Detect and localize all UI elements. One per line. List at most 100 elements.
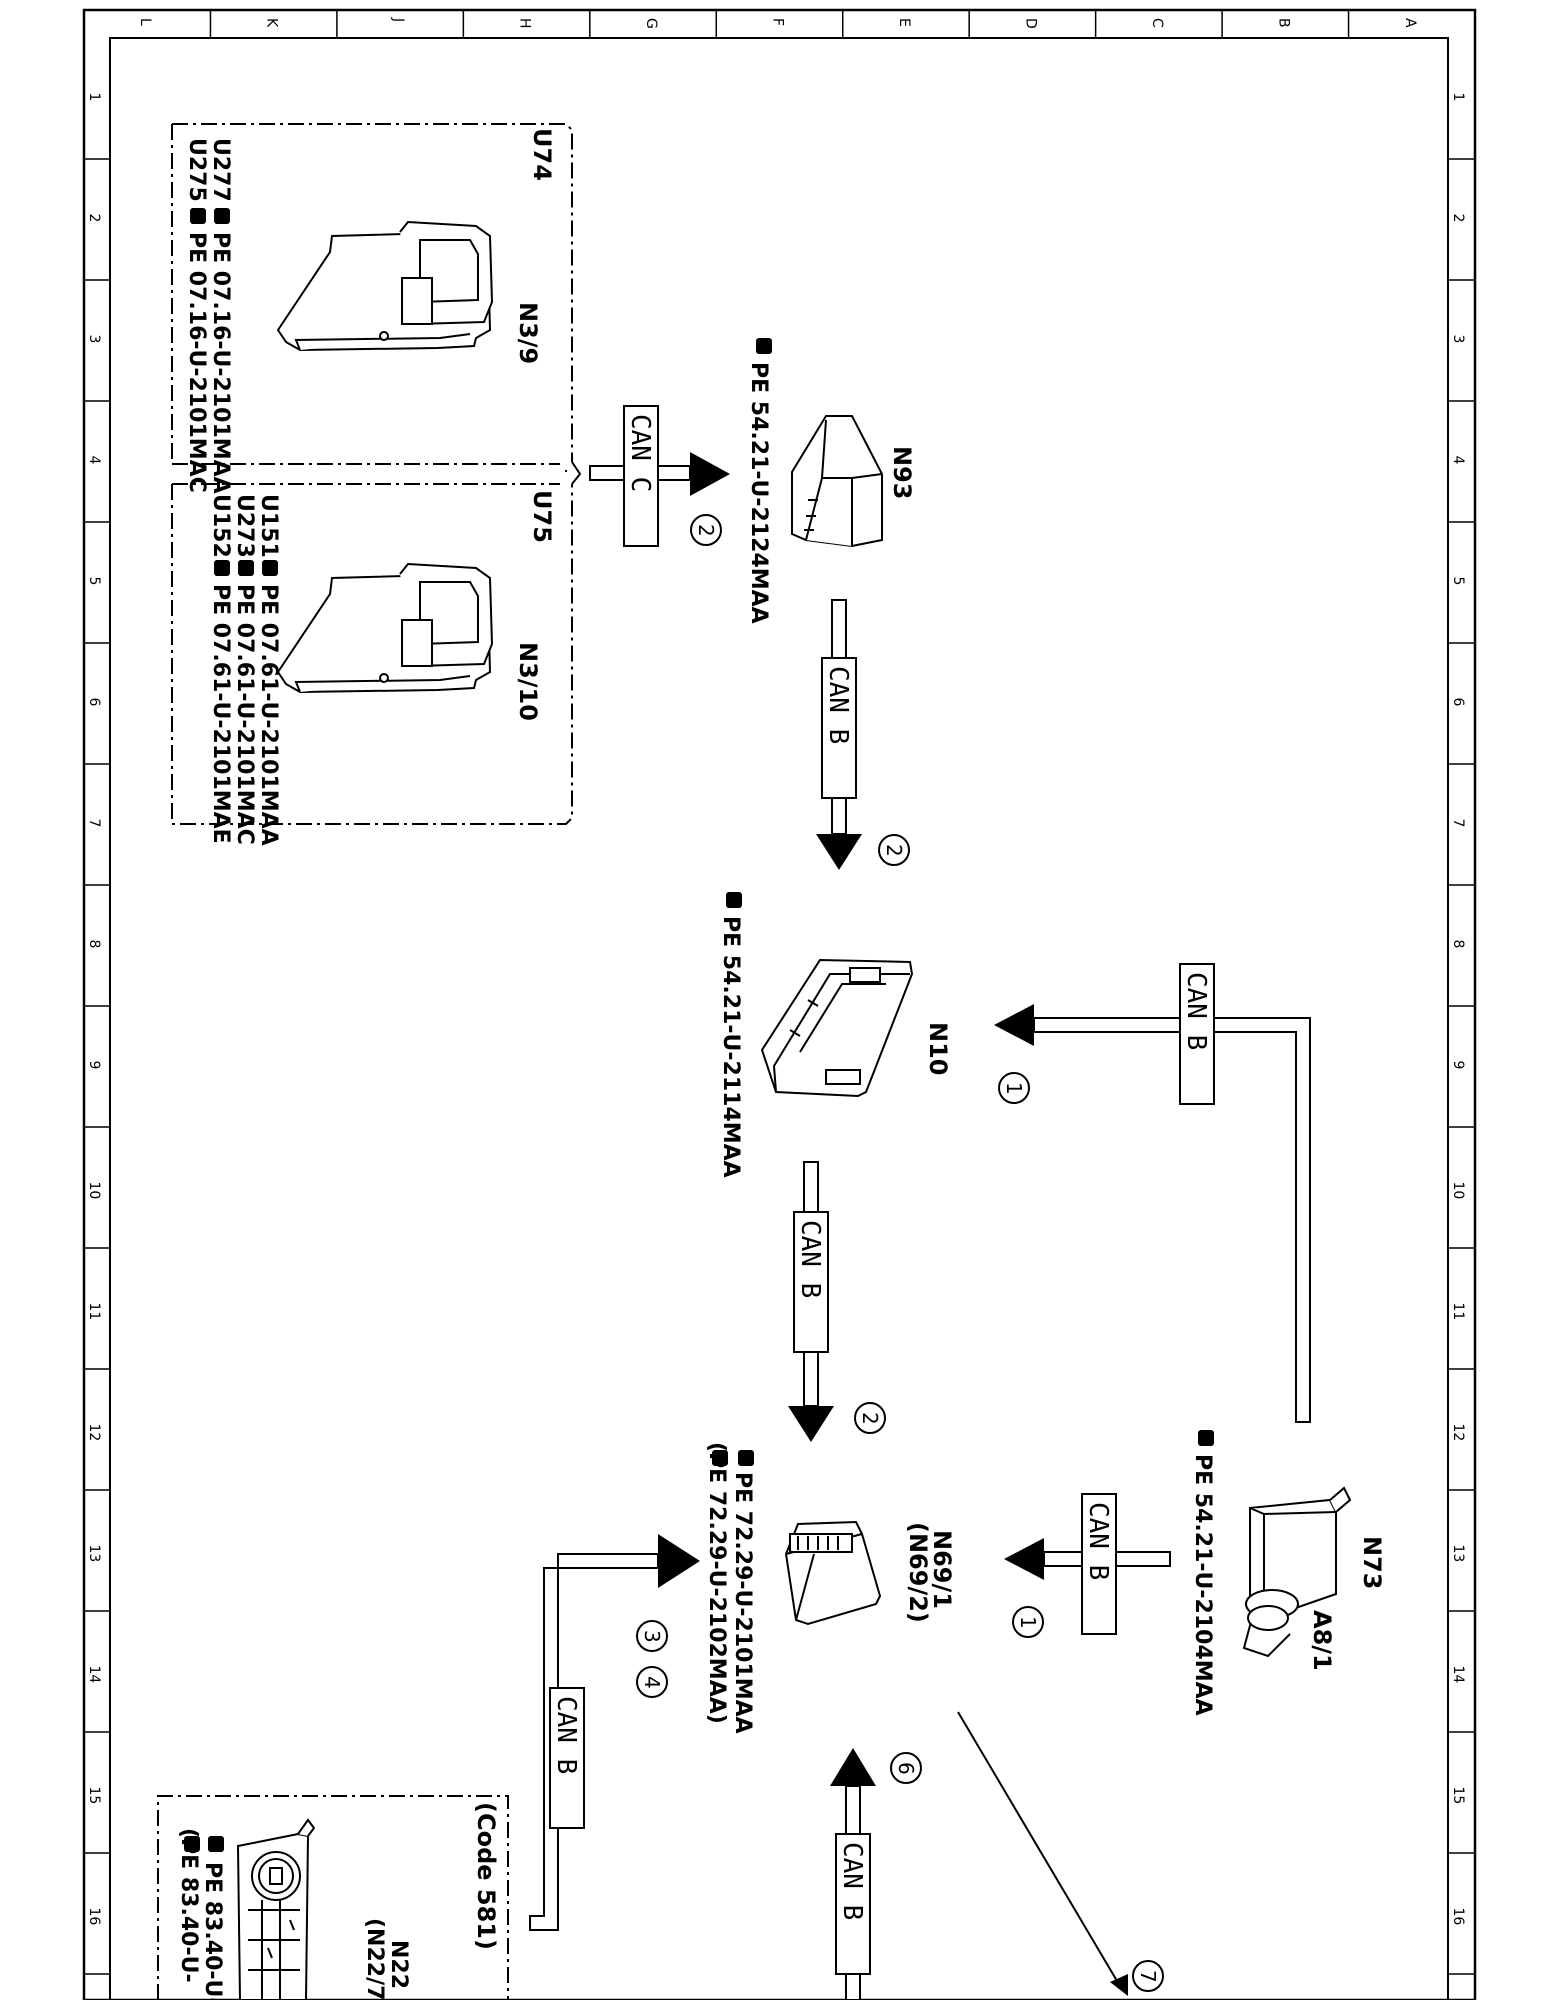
grid-column-label: J [390, 17, 406, 22]
can-b-tag [1179, 963, 1215, 1105]
can-b-label: CAN B [823, 666, 853, 744]
marker-2-text: 2 [858, 1412, 882, 1425]
can-b-arrow [816, 834, 862, 870]
hand-icon [238, 560, 254, 576]
u75-ref-1: PE 07.61-U-2101MAA [256, 584, 281, 846]
can-b-link-code581-n69: CAN B 3 4 [529, 1534, 700, 1931]
marker-3 [636, 1620, 668, 1652]
hand-icon [712, 1450, 728, 1466]
marker-2 [854, 1402, 886, 1434]
grid-column-label: A [1402, 18, 1418, 28]
grid-row-label: 6 [86, 698, 102, 707]
can-b-link-bottom-n69: CAN B 6 [830, 1748, 922, 2001]
grid-row-label: 11 [86, 1303, 102, 1321]
can-b-wire [1033, 1017, 1311, 1423]
can-c-label: CAN C [625, 414, 655, 492]
grid-row-label: 1 [1450, 93, 1466, 102]
n22-label: N22 [386, 1940, 411, 1989]
hand-icon [726, 892, 742, 908]
can-b-label: CAN B [1181, 972, 1211, 1050]
n73-label: N73 [1358, 1536, 1386, 1589]
n3-9-label: N3/9 [514, 302, 542, 364]
grid-row-label: 12 [1450, 1424, 1466, 1442]
can-b-tag [793, 1211, 829, 1353]
module-n10-icon [760, 958, 914, 1098]
grid-column-label: F [770, 18, 786, 26]
grid-column-label: G [643, 18, 659, 29]
code581-ref-1: PE 83.40-U- [200, 1862, 225, 2000]
n10-ref: PE 54.21-U-2114MAA [718, 916, 743, 1178]
grid-column-label: E [896, 18, 912, 27]
grid-row-label: 9 [1450, 1061, 1466, 1070]
code581-title: (Code 581) [472, 1802, 500, 1950]
hand-icon [1198, 1430, 1214, 1446]
n73-ref: PE 54.21-U-2104MAA [1190, 1454, 1215, 1716]
grid-row-label: 13 [86, 1545, 102, 1563]
code581-boundary [157, 1795, 509, 2000]
grid-row-label: 5 [1450, 577, 1466, 586]
module-n69-icon [784, 1520, 882, 1626]
marker-2-text: 2 [694, 524, 718, 537]
group-u75: U75 N3/10 U151 U273 U152 PE 07.61-U-2101… [171, 461, 582, 846]
u74-ref-1: PE 07.16-U-2101MAA [208, 232, 233, 494]
u74-title: U74 [528, 128, 556, 181]
can-b-label: CAN B [1083, 1502, 1113, 1580]
marker-6 [890, 1752, 922, 1784]
grid-row-label: 15 [1450, 1787, 1466, 1805]
ecu-n3-10-icon [276, 562, 494, 694]
grid-column-label: H [517, 18, 533, 29]
can-b-link-n93-n10: CAN B 2 [816, 599, 910, 870]
component-n10: N10 PE 54.21-U-2114MAA [718, 892, 952, 1178]
marker-2 [878, 834, 910, 866]
marker-1-text: 1 [1002, 1082, 1026, 1095]
marker-2 [690, 514, 722, 546]
can-c-tag [623, 405, 659, 547]
hand-icon [214, 560, 230, 576]
grid-row-label: 7 [86, 819, 102, 828]
grid-row-label: 3 [1450, 335, 1466, 344]
group-code581: (Code 581) N22 (N22/7 PE 83.40-U- (PE 83… [157, 1795, 509, 2005]
marker-3-text: 3 [640, 1630, 664, 1643]
marker-4 [636, 1666, 668, 1698]
grid-column-label: C [1149, 18, 1165, 28]
code581-ref-2: (PE 83.40-U- [176, 1828, 201, 1983]
u74-ref-1-code: U277 [208, 138, 233, 202]
grid-row-label: 13 [1450, 1545, 1466, 1563]
ecu-n3-9-icon [276, 220, 494, 352]
climate-control-n22-icon [236, 1818, 316, 2001]
u75-ref-3: PE 07.61-U-2101MAE [208, 584, 233, 844]
grid-column-label: K [264, 18, 280, 28]
can-b-tag [835, 1833, 871, 1975]
component-n73: N73 A8/1 PE 54.21-U-2104MAA [1190, 1430, 1386, 1716]
diagonal-arrow [1110, 1974, 1128, 1996]
grid-row-label: 10 [86, 1182, 102, 1200]
marker-6-text: 6 [894, 1762, 918, 1775]
grid-row-label: 2 [1450, 214, 1466, 223]
grid-row-label: 4 [86, 456, 102, 465]
n69-ref: PE 72.29-U-2101MAA [730, 1472, 755, 1734]
hand-icon [184, 1836, 200, 1852]
grid-row-label: 15 [86, 1787, 102, 1805]
component-n69: N69/1 (N69/2) PE 72.29-U-2101MAA (PE 72.… [704, 1442, 956, 1734]
n10-label: N10 [924, 1022, 952, 1075]
grid-row-label: 14 [86, 1666, 102, 1684]
grid-row-label: 16 [86, 1908, 102, 1926]
marker-1 [998, 1072, 1030, 1104]
can-b-arrow [994, 1004, 1034, 1046]
can-b-label: CAN B [837, 1842, 867, 1920]
u74-ref-2-code: U275 [184, 138, 209, 202]
component-n93: N93 PE 54.21-U-2124MAA [746, 338, 916, 624]
can-b-arrow [830, 1748, 876, 1786]
can-b-label: CAN B [795, 1220, 825, 1298]
group-u74: U74 N3/9 U277 U275 PE 07.16-U-2101MAA PE… [171, 123, 573, 494]
hand-icon [756, 338, 772, 354]
can-c-link: CAN C 2 [589, 405, 730, 547]
grid-row-label: 12 [86, 1424, 102, 1442]
u75-ref-2: PE 07.61-U-2101MAC [232, 584, 257, 845]
grid-row-label: 16 [1450, 1908, 1466, 1926]
grid-row-label: 10 [1450, 1182, 1466, 1200]
grid-column-label: L [137, 18, 153, 26]
marker-2-text: 2 [882, 844, 906, 857]
hand-icon [190, 208, 206, 224]
